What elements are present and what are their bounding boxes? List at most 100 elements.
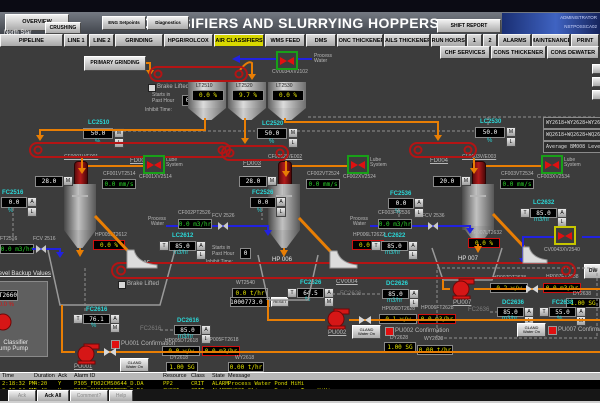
nav-cons-thickener[interactable]: CONS THICKENER xyxy=(490,46,546,59)
alarm-col-resource[interactable]: Resource xyxy=(163,373,187,379)
lc2632-tag: LC2632 xyxy=(533,200,555,206)
classifier2-m-button[interactable]: M xyxy=(267,176,277,186)
crushing-button[interactable]: CRUSHING xyxy=(45,22,81,34)
lc2510-m-button[interactable]: M xyxy=(114,128,124,138)
fc2526-m-button[interactable]: L xyxy=(276,207,286,217)
classifier2-lube-valve[interactable] xyxy=(347,155,369,174)
nav-run-hours[interactable]: RUN HOURS xyxy=(430,34,466,47)
fc2516-value[interactable]: 0.0 xyxy=(1,197,27,208)
dc2616-tag: DC2616 xyxy=(177,318,200,324)
classifier3-lube-valve[interactable] xyxy=(541,155,563,174)
classifier1-vt-tag: CF001VT2514 xyxy=(103,171,136,177)
nav-print[interactable]: PRINT xyxy=(571,34,599,47)
edge-stub-button-1[interactable] xyxy=(592,64,600,74)
valve-cv0043xv2540[interactable] xyxy=(554,226,576,245)
nav-tails-thickener[interactable]: TAILS THICKENER xyxy=(383,34,430,47)
lc2622-l-button[interactable]: L xyxy=(408,250,418,260)
lc2632-sp[interactable]: 85.0 xyxy=(530,208,557,218)
nav-pipeline[interactable]: PIPELINE xyxy=(0,34,63,47)
nav-line1[interactable]: LINE 1 xyxy=(63,34,89,47)
alarm-col-state[interactable]: State xyxy=(212,373,225,379)
classifier3-speed[interactable]: 20.0 xyxy=(433,176,461,187)
lc2520-m-button[interactable]: M xyxy=(288,128,298,138)
nav-conc-thickener[interactable]: CONC THICKENER xyxy=(336,34,383,47)
lc2530-m-button[interactable]: M xyxy=(506,127,516,137)
shift-report-button[interactable]: SHIFT REPORT xyxy=(437,19,501,33)
classifier1-lube-valve[interactable] xyxy=(143,155,165,174)
cv0004-brake-checkbox[interactable] xyxy=(118,281,126,289)
dc2626-tag: DC2626 xyxy=(386,281,409,287)
fc2516-a-button[interactable]: A xyxy=(27,197,37,207)
dc2616-sp[interactable]: 85.0 xyxy=(174,325,201,335)
classifier2-speed[interactable]: 28.0 xyxy=(239,176,267,187)
brake-lifted-checkbox[interactable] xyxy=(148,84,156,92)
nav-line2[interactable]: LINE 2 xyxy=(89,34,115,47)
lc2612-sp[interactable]: 85.0 xyxy=(169,241,196,251)
alarm-col-class[interactable]: Class xyxy=(191,373,205,379)
fc2616-m-button[interactable]: M xyxy=(110,323,120,333)
edge-stub-button-3[interactable] xyxy=(592,90,600,100)
dc2636-sp[interactable]: 85.0 xyxy=(497,307,524,317)
nav-chf-services[interactable]: CHF SERVICES xyxy=(440,46,490,59)
classifier1-speed[interactable]: 28.0 xyxy=(35,176,63,187)
eng-setpoints-button[interactable]: ENG Setpoints xyxy=(102,16,146,30)
pu002-confirm-checkbox[interactable] xyxy=(385,327,394,336)
lc2622-sp[interactable]: 85.0 xyxy=(381,241,408,251)
alarm-col-time[interactable]: Time xyxy=(2,373,15,379)
pu001-confirm-label: PU001 Confirmation xyxy=(121,341,176,347)
fc2516-m-button[interactable]: L xyxy=(27,207,37,217)
dc2616-l-button[interactable]: L xyxy=(201,334,211,344)
nav-dms[interactable]: DMS xyxy=(306,34,336,47)
alarm-col-message[interactable]: Message xyxy=(228,373,251,379)
nav-air-classifiers[interactable]: AIR CLASSIFIERS xyxy=(213,34,265,47)
wy2618-rate: 0.00 t/hr xyxy=(228,362,264,372)
fc2626-t-button[interactable]: T xyxy=(287,288,297,298)
pu007-confirm-checkbox[interactable] xyxy=(548,326,557,335)
nav-cons-dewater[interactable]: CONS DEWATER xyxy=(546,46,599,59)
nav-2[interactable]: 2 xyxy=(482,34,498,47)
lc2622-t-button[interactable]: T xyxy=(371,241,381,251)
classifier1-xv-tag: CF001XV2514 xyxy=(139,174,172,180)
lc2612-l-button[interactable]: L xyxy=(196,250,206,260)
lc2632-t-button[interactable]: T xyxy=(520,208,530,218)
lc2510-sp[interactable]: 50.0 xyxy=(83,128,113,139)
lc2530-sp[interactable]: 50.0 xyxy=(475,127,505,138)
alarm-col-duration[interactable]: Duration xyxy=(34,373,55,379)
classifier3-m-button[interactable]: M xyxy=(461,176,471,186)
edge-stub-button-2[interactable] xyxy=(592,77,600,87)
dc2616-ghost-tag: FC2616 xyxy=(140,326,162,332)
fc2536-value[interactable]: 0.0 xyxy=(388,198,414,209)
nav-hpgr[interactable]: HPGR/ROLCOX xyxy=(163,34,213,47)
lc2520-sp[interactable]: 50.0 xyxy=(257,128,287,139)
nav-grinding[interactable]: GRINDING xyxy=(115,34,163,47)
dc2626-sp[interactable]: 85.0 xyxy=(382,289,409,299)
pump-icons[interactable] xyxy=(0,278,475,365)
diagnostics-button[interactable]: Diagnostics xyxy=(147,16,189,30)
fc2638-value[interactable]: 55.0 xyxy=(549,307,576,317)
fc2638-t-button[interactable]: T xyxy=(539,307,549,317)
fc2526-a-button[interactable]: A xyxy=(276,197,286,207)
lc2612-t-button[interactable]: T xyxy=(159,241,169,251)
primary-grinding-button[interactable]: PRIMARY GRINDING xyxy=(84,56,146,71)
nav-wms-feed[interactable]: WMS FEED xyxy=(265,34,306,47)
fcv-icons[interactable] xyxy=(36,222,438,253)
fc2536-m-button[interactable]: L xyxy=(414,208,424,218)
top-black-bar xyxy=(0,0,600,12)
fc2626-m-button[interactable]: M xyxy=(324,297,334,307)
fc2536-a-button[interactable]: A xyxy=(414,198,424,208)
alarm-col-id[interactable]: Alarm ID xyxy=(74,373,96,379)
fc2616-t-button[interactable]: T xyxy=(73,314,83,324)
dc2626-l-button[interactable]: L xyxy=(409,298,419,308)
lc2520-l-button[interactable]: L xyxy=(288,138,298,148)
fc2616-value[interactable]: 76.1 xyxy=(83,314,110,324)
lc2622-tag: LC2622 xyxy=(384,233,406,239)
lc2530-l-button[interactable]: L xyxy=(506,137,516,147)
valve-cv0034xv2102[interactable] xyxy=(276,51,298,70)
classifier1-m-button[interactable]: M xyxy=(63,176,73,186)
wt2540-reset-button[interactable]: RESET xyxy=(271,297,289,307)
alarm-col-ack[interactable]: Ack xyxy=(58,373,68,379)
fc2526-value[interactable]: 0.0 xyxy=(250,197,276,208)
